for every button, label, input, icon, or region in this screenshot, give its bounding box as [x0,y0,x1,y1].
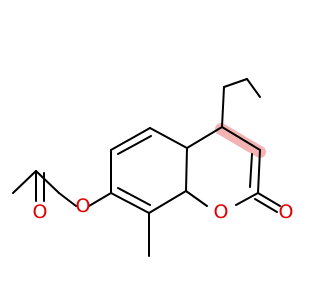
bond-c3-c2-inner [249,153,253,188]
atom-labels: O O O O [33,195,294,223]
bond-propyl-terminal [246,78,261,98]
lactone-carbonyl-oxygen-label: O [279,201,294,223]
bond-c7-c8 [110,192,150,214]
double-bond-highlight [215,123,266,158]
bond-ether-o-ch2 [58,192,77,207]
bond-ch2-carbonyl-c [35,170,60,194]
bond-c2-carbonyl-o-double [254,198,278,213]
bond-lines [12,78,281,257]
bond-propyl-middle [223,78,248,88]
ketone-oxygen-label: O [33,201,48,223]
bond-c4-c3 [221,126,261,151]
ether-oxygen-label: O [76,195,91,217]
bond-c8-c8a [148,190,187,214]
highlight-c3-c4 [215,123,266,158]
bond-c2-carbonyl-o [257,192,281,207]
ring-oxygen-label: O [214,201,229,223]
bond-c7-c8-double [117,187,151,206]
bond-c7-ether-o [88,192,112,207]
bond-c8a-o1 [185,190,208,207]
bond-c3-c2 [257,149,261,194]
bond-c2-o1 [235,192,259,206]
bond-propyl-to-ring [221,86,225,128]
bond-c5-c6 [110,127,151,151]
bond-c4-c4a [186,126,223,149]
molecule-structure-diagram: O O O O [12,78,294,257]
bond-c5-c6-double [117,135,152,155]
bond-c4a-c8a [185,147,188,192]
bond-c4a-c5 [149,127,188,149]
bond-carbonyl-c-methyl [12,170,37,194]
